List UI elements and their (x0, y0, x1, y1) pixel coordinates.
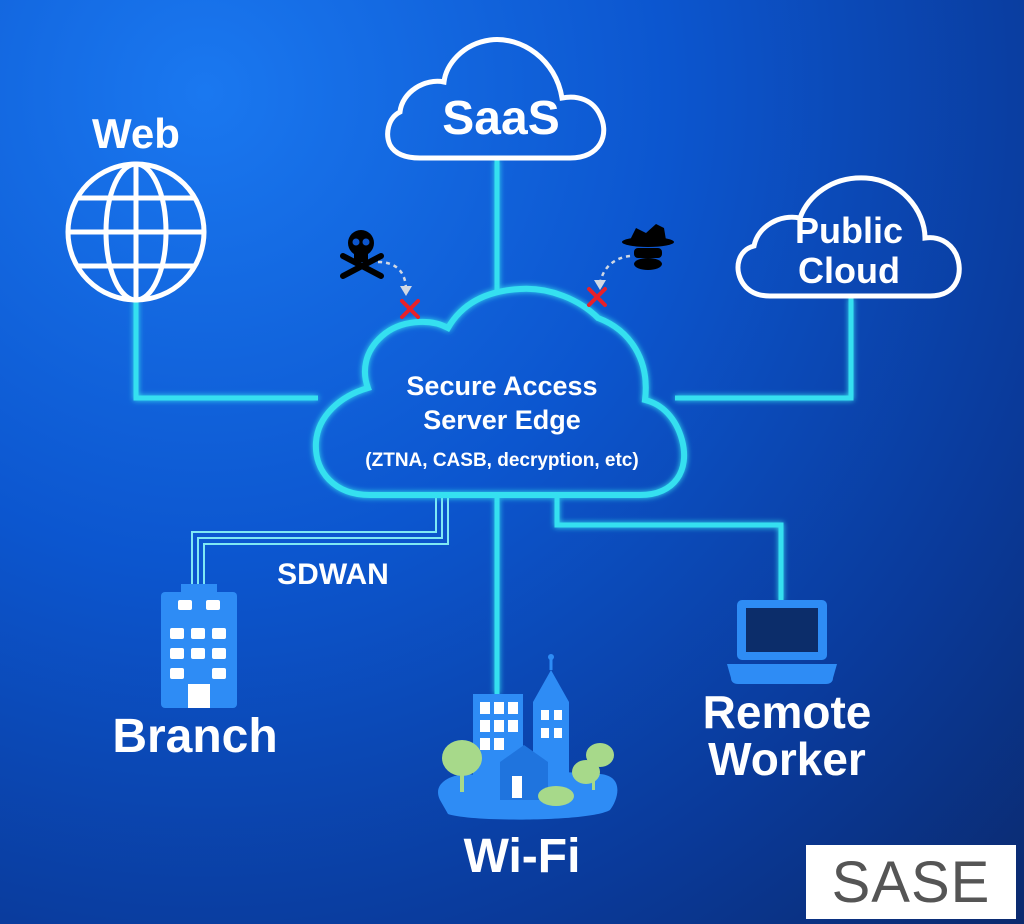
sase-core-cloud-icon (312, 285, 688, 498)
remote-worker-label-line1: Remote (703, 686, 872, 738)
blocked-x-icon (400, 299, 420, 319)
skull-crossbones-icon (340, 230, 384, 279)
saas-cloud-icon (385, 37, 607, 161)
wifi-label: Wi-Fi (464, 830, 581, 883)
threat-1-arrowhead (400, 286, 412, 296)
hacker-hat-icon (622, 224, 674, 270)
link-branch-sdwan (191, 498, 449, 590)
remote-worker-label-line2: Worker (708, 733, 866, 785)
saas-label: SaaS (442, 92, 559, 145)
link-public-cloud (675, 298, 854, 401)
public-cloud-label-line2: Cloud (798, 250, 900, 291)
sase-core-subtitle: (ZTNA, CASB, decryption, etc) (365, 450, 638, 471)
sase-core-title-line1: Secure Access (406, 371, 597, 401)
public-cloud-label-line1: Public (795, 210, 903, 251)
link-web (133, 300, 318, 401)
link-remote-worker (554, 498, 784, 602)
threat-2-arrow (598, 254, 631, 285)
sdwan-label: SDWAN (277, 558, 389, 591)
sase-badge-text: SASE (831, 849, 991, 915)
web-label: Web (92, 110, 180, 157)
branch-label: Branch (112, 710, 277, 763)
sase-core-title-line2: Server Edge (423, 405, 581, 435)
globe-icon (65, 161, 207, 303)
laptop-icon (727, 600, 837, 684)
blocked-x-icon (587, 287, 607, 307)
connector-lines (133, 160, 854, 694)
threat-2-arrowhead (594, 280, 606, 290)
office-building-icon (161, 584, 237, 708)
town-icon (438, 654, 618, 820)
sase-badge: SASE (806, 845, 1016, 919)
public-cloud-icon (735, 175, 962, 299)
